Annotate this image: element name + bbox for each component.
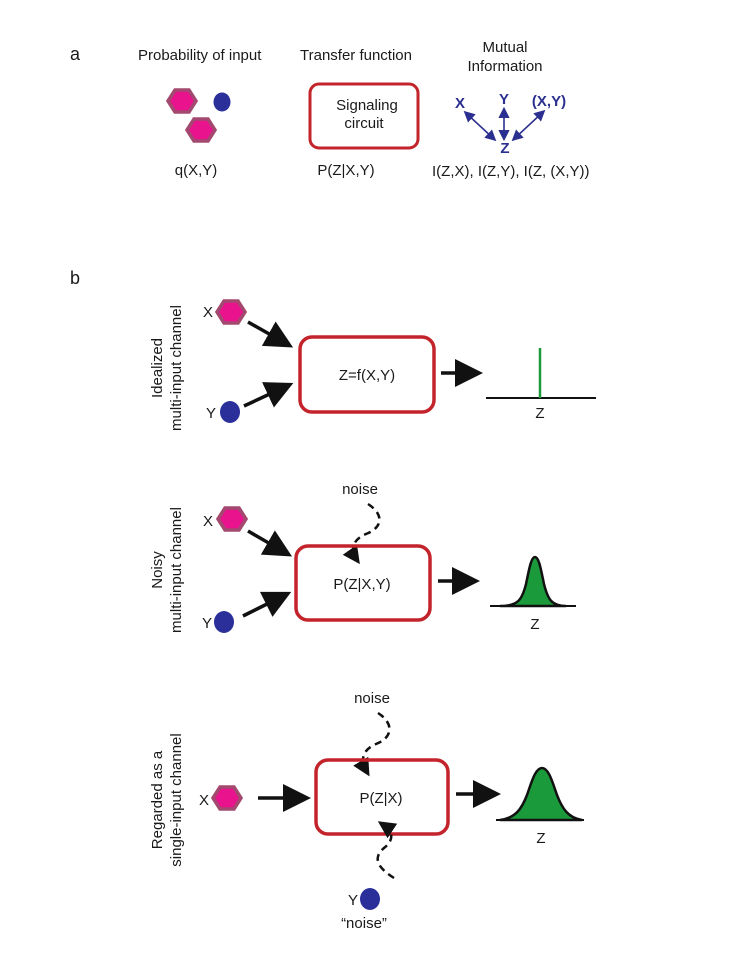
arrow-icon — [243, 382, 294, 408]
wavy-noise-arrow-icon — [342, 502, 381, 565]
header-mutual-line2: Information — [467, 58, 542, 75]
side-label-line2: multi-input channel — [168, 305, 185, 431]
mi-var-xy: (X,Y) — [532, 93, 566, 110]
row-noisy: Noisy multi-input channel X Y noise P(Z|… — [149, 481, 576, 633]
x-label: X — [203, 513, 213, 530]
hexagon-input-icon — [215, 299, 247, 325]
hexagon-input-icon — [211, 785, 243, 811]
circuit-label-line1: Signaling — [336, 97, 398, 114]
wavy-noise-arrow-icon — [353, 711, 391, 777]
noise-label: noise — [342, 481, 378, 498]
channel-box — [294, 544, 432, 622]
mi-var-x: X — [455, 95, 465, 112]
output-label: Z — [535, 405, 544, 422]
arrow-icon — [242, 591, 292, 618]
header-mutual-line1: Mutual — [482, 39, 527, 56]
channel-box-text: Z=f(X,Y) — [339, 367, 395, 384]
signaling-circuit-box — [308, 82, 420, 150]
channel-box-text: P(Z|X,Y) — [333, 576, 390, 593]
mi-arrow-xy-z — [511, 109, 546, 142]
channel-box-text: P(Z|X) — [359, 790, 402, 807]
hexagon-input-icon — [166, 88, 198, 114]
side-label-line1: Idealized — [149, 338, 166, 398]
circle-input-icon — [213, 92, 231, 112]
y-label: Y — [202, 615, 212, 632]
mi-var-y: Y — [499, 91, 509, 108]
header-transfer: Transfer function — [300, 47, 412, 64]
circle-input-icon — [214, 611, 234, 633]
formula-p: P(Z|X,Y) — [317, 162, 374, 179]
hexagon-input-icon — [185, 117, 217, 143]
channel-box — [298, 335, 436, 414]
noise-label: noise — [354, 690, 390, 707]
hexagon-input-icon — [216, 506, 248, 532]
panel-b-label: b — [70, 268, 80, 288]
arrow-icon — [247, 320, 294, 348]
mi-arrow-x-z — [463, 110, 497, 142]
side-label-line1: Noisy — [149, 551, 166, 589]
output-label: Z — [530, 616, 539, 633]
circuit-label-line2: circuit — [344, 115, 384, 132]
header-probability: Probability of input — [138, 47, 262, 64]
y-label: Y — [348, 892, 358, 909]
circle-input-icon — [220, 401, 240, 423]
formula-q: q(X,Y) — [175, 162, 218, 179]
x-label: X — [199, 792, 209, 809]
wide-distribution-icon — [499, 766, 583, 822]
x-label: X — [203, 304, 213, 321]
panel-a-label: a — [70, 44, 81, 64]
wavy-noise-arrow-icon — [376, 821, 398, 880]
y-label: Y — [206, 405, 216, 422]
row-idealized: Idealized multi-input channel X Y Z=f(X,… — [149, 299, 596, 431]
side-label-line2: single-input channel — [168, 733, 185, 866]
narrow-distribution-icon — [499, 555, 567, 608]
y-noise-caption: “noise” — [341, 915, 387, 932]
row-single-input: Regarded as a single-input channel X noi… — [149, 690, 584, 932]
mi-var-z: Z — [500, 140, 509, 157]
output-label: Z — [536, 830, 545, 847]
formula-mi: I(Z,X), I(Z,Y), I(Z, (X,Y)) — [432, 163, 589, 180]
side-label-line2: multi-input channel — [168, 507, 185, 633]
side-label-line1: Regarded as a — [149, 750, 166, 849]
circle-input-icon — [360, 888, 380, 910]
arrow-icon — [247, 529, 293, 557]
